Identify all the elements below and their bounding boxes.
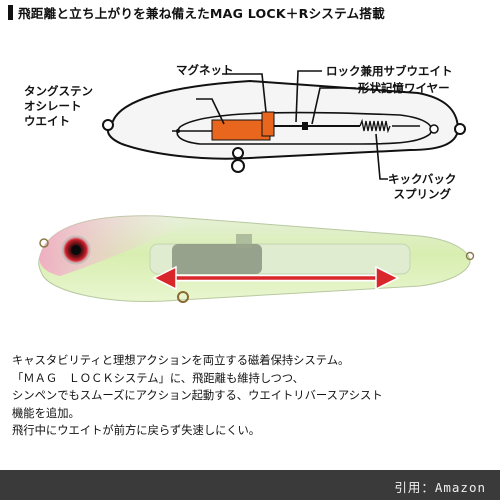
label-shape-memory-wire: 形状記憶ワイヤー: [358, 81, 450, 95]
description-line: 機能を追加。: [12, 406, 80, 420]
description-line: シンペンでもスムーズにアクション起動する、ウエイトリバースアシスト: [12, 389, 383, 402]
description-line: 飛行中にウエイトが前方に戻らず失速しにくい。: [12, 424, 261, 437]
label-kickback-spring: キックバック スプリング: [388, 172, 457, 201]
tungsten-weight: [211, 119, 271, 141]
kickback-spring: [359, 118, 391, 134]
magnet-block: [261, 111, 275, 137]
belly-hook-eye: [232, 147, 244, 159]
belly-hook-eye-photo: [177, 291, 189, 303]
lure-cross-section-svg: [102, 70, 466, 180]
page-title: 飛距離と立ち上がりを兼ね備えたMAG LOCK＋Rシステム搭載: [18, 6, 385, 21]
label-lock-sub-weight: ロック兼用サブウエイト: [326, 64, 453, 78]
description-line: キャスタビリティと理想アクションを両立する磁着保持システム。: [12, 354, 350, 367]
description-line: 「ＭＡＧ ＬＯＣＫシステム」に、飛距離も維持しつつ、: [12, 371, 304, 385]
label-tungsten-oscillate-weight: タングステン オシレート ウエイト: [24, 84, 93, 128]
footer-bar: 引用：Amazon: [0, 470, 500, 500]
line-eye: [102, 119, 114, 131]
nose-line-eye: [39, 238, 49, 248]
lure-photo-svg: [38, 215, 475, 303]
lure-product-photo: [0, 196, 500, 338]
label-magnet: マグネット: [176, 63, 234, 77]
product-description: キャスタビリティと理想アクションを両立する磁着保持システム。 「ＭＡＧ ＬＯＣＫ…: [12, 352, 492, 440]
tungsten-weight-photo: [172, 244, 262, 274]
source-credit: 引用：Amazon: [394, 480, 486, 495]
tail-hook-eye-photo: [465, 251, 475, 261]
weight-travel-arrow: [152, 265, 400, 291]
header: 飛距離と立ち上がりを兼ね備えたMAG LOCK＋Rシステム搭載: [0, 0, 500, 24]
tail-eye: [454, 123, 466, 135]
header-accent-bar: [8, 5, 13, 20]
lure-cross-section-diagram: タングステン オシレート ウエイト マグネット ロック兼用サブウエイト 形状記憶…: [0, 26, 500, 201]
